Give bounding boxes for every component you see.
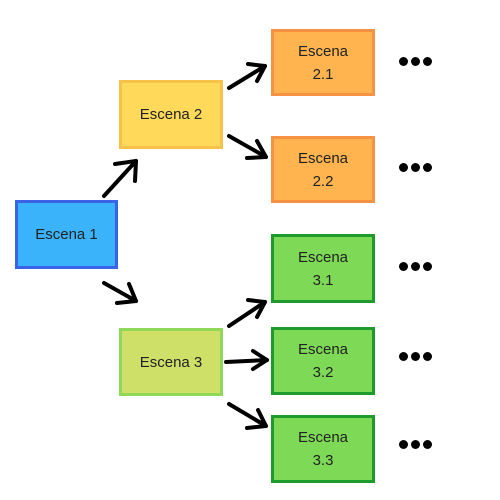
node-escena-3-2: Escena 3.2 <box>271 327 375 395</box>
node-escena-3-3: Escena 3.3 <box>271 415 375 483</box>
ellipsis-icon <box>398 439 438 451</box>
node-label-line-1: Escena <box>297 341 349 358</box>
arrow-escena1-to-escena2 <box>102 159 138 198</box>
arrow-escena2-to-escena22 <box>227 134 268 160</box>
node-label-line-1: Escena <box>297 248 349 266</box>
node-label: Escena 1 <box>35 226 98 243</box>
node-label-line-2: 3.3 <box>312 452 334 469</box>
node-escena-2-1: Escena 2.1 <box>271 29 375 96</box>
node-escena-3: Escena 3 <box>119 328 223 396</box>
arrow-escena3-to-escena32 <box>224 349 269 371</box>
ellipsis-icon <box>398 56 438 68</box>
arrow-escena3-to-escena31 <box>227 298 267 328</box>
arrow-escena1-to-escena3 <box>102 281 138 305</box>
node-label: Escena 3 <box>139 353 203 371</box>
ellipsis-icon <box>398 351 438 363</box>
node-escena-2: Escena 2 <box>119 80 223 149</box>
node-label-line-2: 2.2 <box>312 172 334 190</box>
arrow-escena3-to-escena33 <box>227 402 268 430</box>
node-label-line-1: Escena <box>297 42 349 60</box>
node-label-line-2: 3.2 <box>312 364 334 381</box>
ellipsis-icon <box>398 261 438 273</box>
node-escena-1: Escena 1 <box>15 200 118 269</box>
node-label-line-2: 3.1 <box>312 271 334 289</box>
node-label-line-2: 2.1 <box>312 65 334 83</box>
node-label: Escena 2 <box>139 106 203 123</box>
node-label-line-1: Escena <box>297 149 349 167</box>
node-escena-3-1: Escena 3.1 <box>271 234 375 303</box>
ellipsis-icon <box>398 162 438 174</box>
node-label-line-1: Escena <box>297 429 349 446</box>
node-escena-2-2: Escena 2.2 <box>271 136 375 203</box>
arrow-escena2-to-escena21 <box>227 62 267 90</box>
